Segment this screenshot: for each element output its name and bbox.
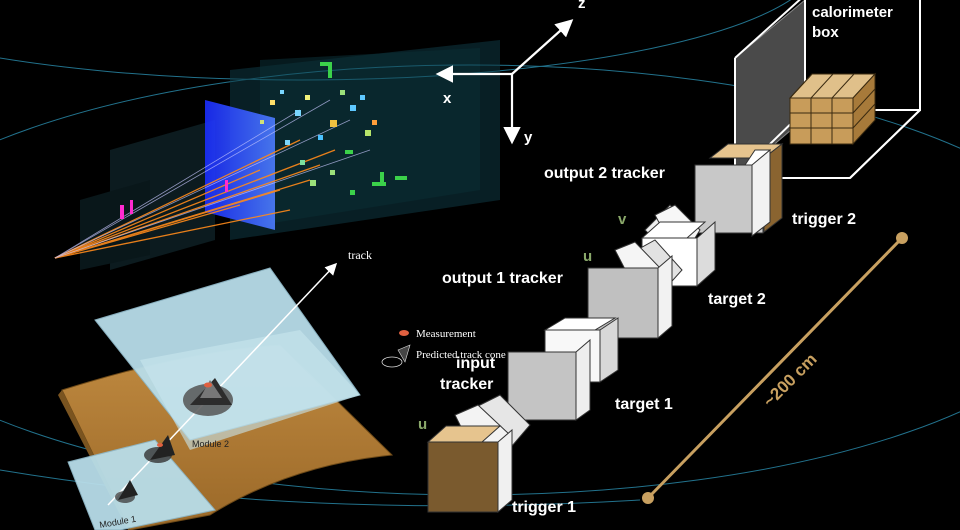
axis-x-label: x (443, 90, 452, 107)
module-2-label: Module 2 (192, 439, 229, 449)
axis-z-label: z (578, 0, 586, 12)
axes-triad (435, 19, 574, 145)
target-1-label: target 1 (615, 396, 673, 413)
output-1-tracker-label: output 1 tracker (442, 270, 563, 287)
v-plane-label: v (618, 211, 627, 228)
detector-planes (426, 142, 784, 514)
cone-legend-marker (381, 344, 411, 368)
inset-legend (381, 330, 411, 368)
trigger-2-plate (694, 142, 784, 238)
length-scale-bar (642, 232, 908, 504)
event-display (54, 40, 500, 270)
calorimeter-box (734, 0, 921, 180)
u-plane-upper-label: u (583, 248, 592, 265)
trigger-2-label: trigger 2 (792, 211, 856, 228)
tracking-inset (58, 262, 394, 530)
trigger-1-label: trigger 1 (512, 499, 576, 516)
input-tracker-label: input tracker (440, 355, 500, 393)
axis-y-label: y (524, 129, 533, 146)
measurement-legend-marker (399, 330, 409, 336)
legend-measurement: Measurement (416, 328, 476, 340)
target-2-label: target 2 (708, 291, 766, 308)
u-plane-lower-label: u (418, 416, 427, 433)
calorimeter-label: calorimeter box (812, 4, 897, 41)
length-label: ~200 cm (759, 350, 820, 411)
track-label: track (348, 248, 372, 262)
output-2-tracker-label: output 2 tracker (544, 165, 665, 182)
legend-predicted-cone: Predicted track cone (416, 349, 506, 361)
